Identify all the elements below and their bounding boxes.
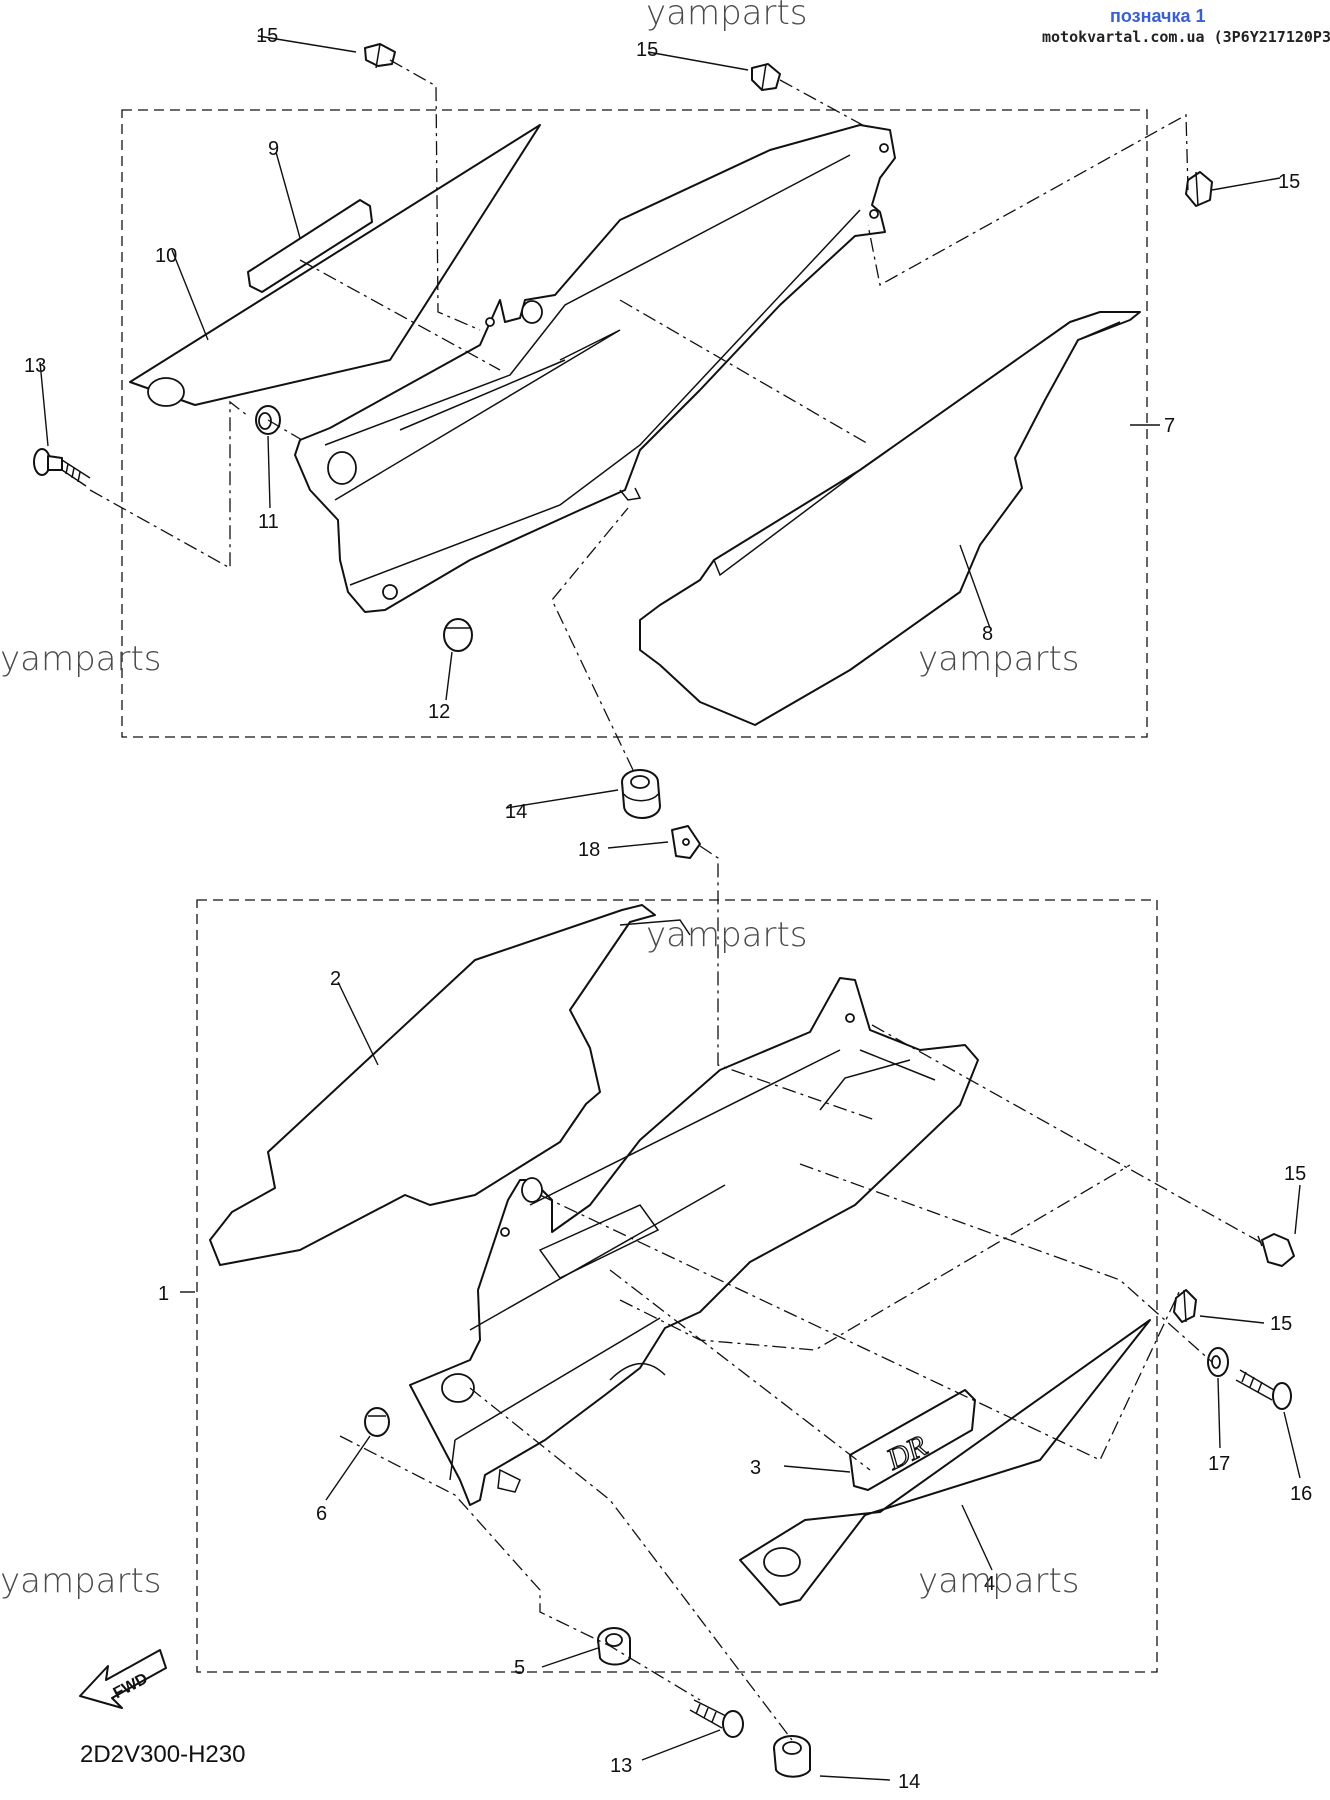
part-upper-side-cover — [294, 124, 896, 613]
callout-2: 2 — [330, 968, 341, 990]
watermark-top: yamparts — [646, 0, 808, 33]
part-2-cover — [209, 904, 691, 1266]
callout-7: 7 — [1164, 415, 1175, 437]
callout-17: 17 — [1208, 1453, 1230, 1475]
part-17-washer — [1207, 1347, 1229, 1377]
callout-11: 11 — [258, 511, 279, 533]
part-15-clip-a — [364, 43, 396, 69]
callout-4: 4 — [984, 1573, 995, 1595]
watermarks: yamparts yamparts yamparts yamparts yamp… — [0, 0, 1080, 1601]
callout-10: 10 — [155, 245, 177, 267]
callout-8: 8 — [982, 623, 993, 645]
group-box-1 — [196, 899, 1158, 1673]
part-9-emblem — [247, 199, 373, 293]
part-8-outer-panel — [639, 311, 1141, 726]
callout-18: 18 — [578, 839, 600, 861]
watermark-upper-right: yamparts — [918, 639, 1080, 679]
callout-5: 5 — [514, 1657, 525, 1679]
watermark-upper-left: yamparts — [0, 639, 162, 679]
part-15-clip-c — [1185, 171, 1213, 207]
callout-15-d: 15 — [1284, 1163, 1306, 1185]
group-box-7 — [121, 109, 1148, 738]
callout-9: 9 — [268, 138, 279, 160]
part-13-bolt-lower — [689, 1699, 744, 1738]
callout-12: 12 — [428, 701, 450, 723]
callout-1: 1 — [158, 1283, 169, 1305]
part-14-grommet-mid — [621, 769, 661, 819]
part-15-clip-d — [1257, 1233, 1295, 1267]
watermark-lower-right: yamparts — [918, 1561, 1080, 1601]
diagram-code: 2D2V300-H230 — [80, 1741, 245, 1768]
callout-15-e: 15 — [1270, 1313, 1292, 1335]
callout-14-mid: 14 — [505, 801, 527, 823]
callout-15-b: 15 — [636, 39, 658, 61]
part-5-grommet — [597, 1627, 631, 1666]
callout-13-upper: 13 — [24, 355, 46, 377]
part-18-nut — [671, 825, 701, 859]
part-15-clip-b — [751, 63, 781, 91]
part-10-decal — [129, 124, 541, 407]
callout-6: 6 — [316, 1503, 327, 1525]
part-16-screw — [1235, 1369, 1292, 1410]
source-label: motokvartal.com.ua (3P6Y217120P3) — [1042, 28, 1330, 46]
lower-callouts: 18 2 1 15 15 6 3 17 16 4 5 13 14 — [158, 839, 1312, 1793]
upper-callouts: 15 15 15 9 10 13 11 12 7 8 14 — [24, 25, 1300, 823]
callout-15-a: 15 — [256, 25, 278, 47]
bookmark-label[interactable]: позначка 1 — [1110, 6, 1206, 26]
part-13-bolt-upper — [33, 448, 91, 487]
part-6-cap — [364, 1407, 390, 1437]
fwd-arrow-icon: FWD — [79, 1649, 167, 1709]
callout-13-lower: 13 — [610, 1755, 632, 1777]
callout-15-c: 15 — [1278, 171, 1300, 193]
part-1-side-cover — [409, 977, 979, 1506]
part-12-cap — [443, 618, 473, 652]
part-4-decal — [739, 1319, 1151, 1606]
watermark-center: yamparts — [646, 915, 808, 955]
part-15-clip-e — [1173, 1289, 1197, 1323]
callout-3: 3 — [750, 1457, 761, 1479]
callout-16: 16 — [1290, 1483, 1312, 1505]
watermark-lower-left: yamparts — [0, 1561, 162, 1601]
callout-14-lower: 14 — [898, 1771, 920, 1793]
part-14-grommet-lower — [773, 1735, 811, 1778]
